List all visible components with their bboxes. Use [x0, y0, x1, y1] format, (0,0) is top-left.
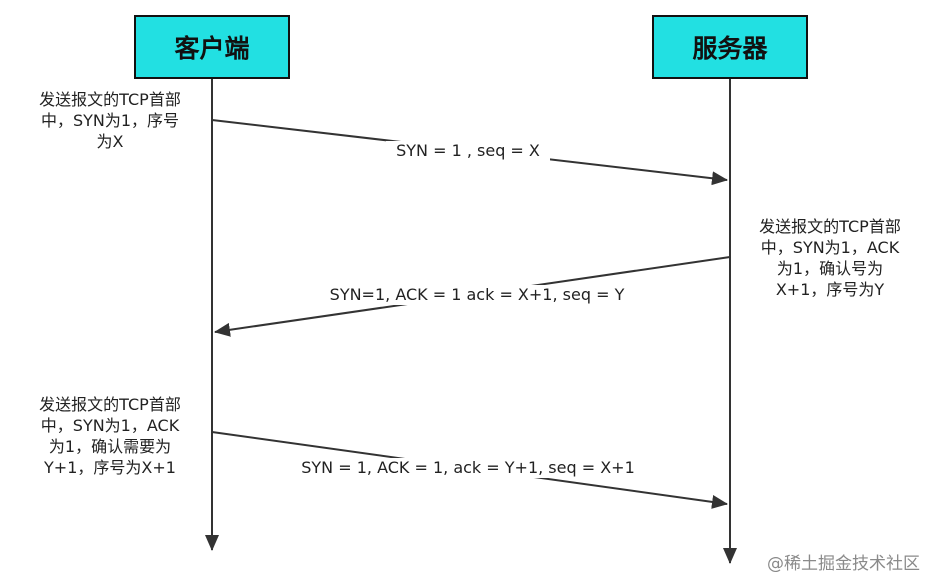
note-line: 为1，确认号为	[776, 259, 884, 278]
note-line: 发送报文的TCP首部	[759, 217, 901, 236]
watermark: @稀土掘金技术社区	[767, 554, 920, 574]
client-note-step-1: 发送报文的TCP首部 中，SYN为1，序号 为X	[12, 89, 208, 152]
client-note-step-3: 发送报文的TCP首部 中，SYN为1，ACK 为1，确认需要为 Y+1，序号为X…	[12, 394, 208, 478]
message-2-label: SYN=1, ACK = 1 ack = X+1, seq = Y	[318, 285, 636, 305]
note-line: X+1，序号为Y	[775, 280, 885, 299]
client-actor-label: 客户端	[174, 34, 250, 63]
client-actor-box: 客户端	[134, 15, 290, 79]
note-line: 为1，确认需要为	[48, 437, 172, 456]
message-1-label: SYN = 1 , seq = X	[386, 141, 550, 161]
note-line: 中，SYN为1，ACK	[760, 238, 900, 257]
server-actor-label: 服务器	[692, 34, 768, 63]
note-line: 中，SYN为1，序号	[40, 111, 180, 130]
note-line: 发送报文的TCP首部	[39, 90, 181, 109]
note-line: 发送报文的TCP首部	[39, 395, 181, 414]
note-line: Y+1，序号为X+1	[44, 458, 176, 477]
server-note-step-2: 发送报文的TCP首部 中，SYN为1，ACK 为1，确认号为 X+1，序号为Y	[732, 216, 928, 300]
message-3-label: SYN = 1, ACK = 1, ack = Y+1, seq = X+1	[290, 458, 646, 478]
note-line: 中，SYN为1，ACK	[40, 416, 180, 435]
note-line: 为X	[96, 132, 124, 151]
server-actor-box: 服务器	[652, 15, 808, 79]
